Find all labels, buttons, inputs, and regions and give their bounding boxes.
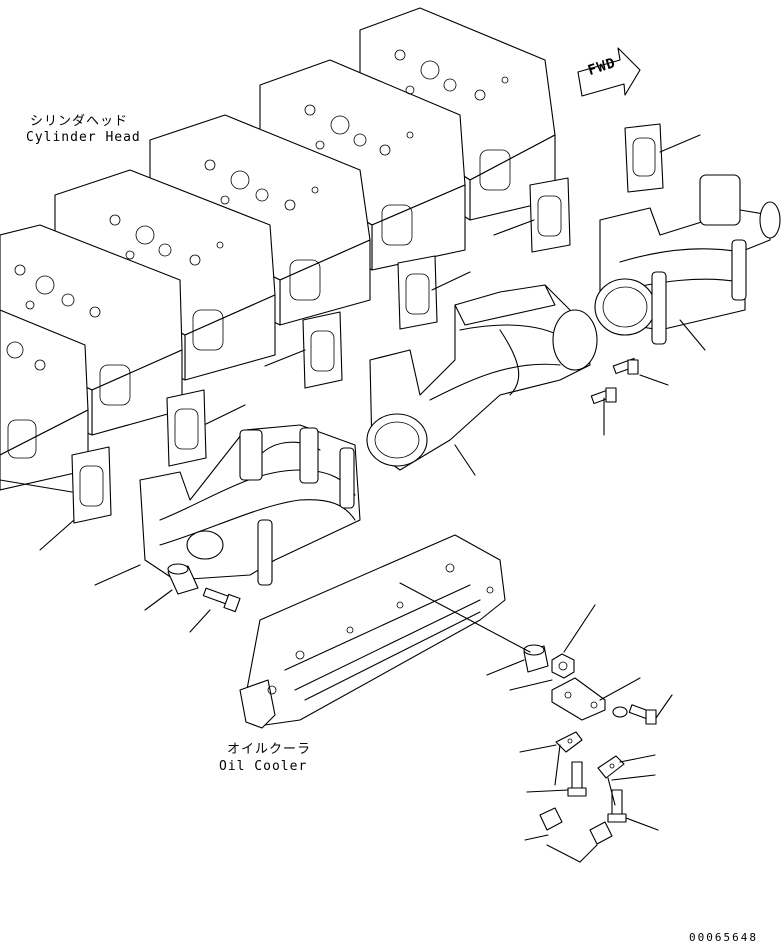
bolt-center-1 [612, 357, 639, 375]
gasket-set [71, 123, 664, 524]
oil-cooler [239, 534, 506, 729]
cylinder-head-assembly [0, 7, 556, 491]
gasket-5 [166, 389, 207, 467]
document-number: 00065648 [689, 931, 758, 944]
exhaust-manifold-rear [594, 174, 781, 345]
clamp-1 [539, 807, 563, 831]
bracket [551, 677, 606, 721]
clip-1 [555, 731, 583, 753]
gasket-3 [397, 255, 438, 330]
oil-cooler-fittings [523, 644, 657, 845]
gasket-1 [624, 123, 664, 193]
exhaust-manifold-front [139, 424, 361, 586]
nut [551, 653, 575, 679]
spacer-front [167, 563, 199, 595]
bolt-center-2 [590, 387, 617, 405]
exhaust-manifold-center [366, 284, 598, 471]
fasteners [167, 357, 639, 613]
leader-lines [0, 134, 706, 863]
bolt-clip-1 [567, 761, 587, 797]
oil-cooler-label-en: Oil Cooler [219, 759, 308, 774]
clip-2 [597, 755, 625, 779]
gasket-4 [302, 311, 343, 389]
washer [612, 706, 628, 718]
gasket-2 [529, 177, 571, 253]
fwd-arrow [577, 47, 641, 97]
cylinder-head-label-en: Cylinder Head [26, 130, 141, 145]
cylinder-head-holes [6, 49, 509, 371]
clamp-2 [589, 821, 613, 845]
gasket-6 [71, 446, 112, 524]
bolt-bracket [628, 704, 657, 725]
cylinder-head-label-jp: シリンダヘッド [30, 114, 129, 129]
bolt-clip-2 [607, 789, 627, 823]
spacer-cooler [523, 644, 549, 673]
oil-cooler-label-jp: オイルクーラ [227, 742, 312, 757]
bolt-front [202, 587, 241, 613]
